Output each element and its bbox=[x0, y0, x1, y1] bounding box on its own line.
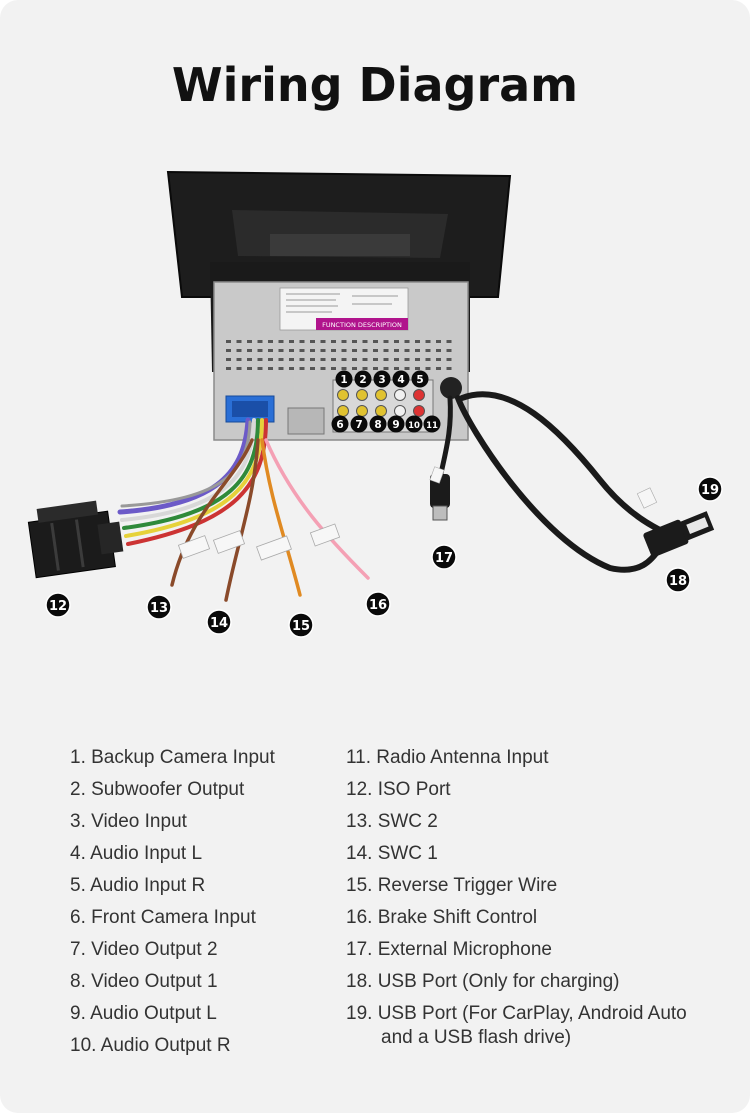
callout-badge: 14 bbox=[206, 609, 232, 635]
callout-number: 12 bbox=[49, 599, 67, 614]
legend-item: 8. Video Output 1 bbox=[70, 971, 218, 992]
callout-number: 9 bbox=[392, 419, 399, 431]
callout-badge: 15 bbox=[288, 612, 314, 638]
legend-right-column: 11. Radio Antenna Input 12. ISO Port 13.… bbox=[346, 742, 736, 1050]
callout-number: 7 bbox=[355, 419, 362, 431]
legend-item: 10. Audio Output R bbox=[70, 1035, 231, 1056]
legend-item: 15. Reverse Trigger Wire bbox=[346, 875, 558, 896]
callout-number: 14 bbox=[210, 616, 228, 631]
callout-badge: 8 bbox=[369, 415, 387, 433]
callout-number: 13 bbox=[150, 601, 168, 616]
legend-item: 17. External Microphone bbox=[346, 939, 552, 960]
callout-number: 10 bbox=[408, 421, 420, 431]
callout-badge: 3 bbox=[373, 370, 391, 388]
legend-item: 5. Audio Input R bbox=[70, 875, 206, 896]
legend-item: 13. SWC 2 bbox=[346, 811, 438, 832]
callout-badge: 5 bbox=[411, 370, 429, 388]
legend-item: 16. Brake Shift Control bbox=[346, 907, 538, 928]
legend-item: 6. Front Camera Input bbox=[70, 907, 256, 928]
callout-badge: 17 bbox=[431, 544, 457, 570]
callout-badge: 6 bbox=[331, 415, 349, 433]
callout-number: 6 bbox=[336, 419, 343, 431]
callout-badge: 18 bbox=[665, 567, 691, 593]
callout-badge: 10 bbox=[405, 415, 423, 433]
callout-badge: 2 bbox=[354, 370, 372, 388]
callout-number: 4 bbox=[397, 374, 404, 386]
callout-number: 19 bbox=[701, 483, 719, 498]
callout-number: 3 bbox=[378, 374, 385, 386]
callout-number: 2 bbox=[359, 374, 366, 386]
device-function-label: FUNCTION DESCRIPTION bbox=[322, 321, 402, 329]
callout-badge: 16 bbox=[365, 591, 391, 617]
legend-item: 7. Video Output 2 bbox=[70, 939, 218, 960]
legend-item: 3. Video Input bbox=[70, 811, 187, 832]
callout-number: 17 bbox=[435, 551, 453, 566]
legend-item-line-continued: and a USB flash drive) bbox=[381, 1027, 572, 1048]
legend-item: 12. ISO Port bbox=[346, 779, 451, 800]
legend-item: 4. Audio Input L bbox=[70, 843, 203, 864]
legend-item: 1. Backup Camera Input bbox=[70, 747, 275, 768]
page-title: Wiring Diagram bbox=[171, 58, 579, 112]
legend-item: 11. Radio Antenna Input bbox=[346, 747, 549, 768]
callout-badge: 4 bbox=[392, 370, 410, 388]
callout-badge: 19 bbox=[697, 476, 723, 502]
legend-item: 9. Audio Output L bbox=[70, 1003, 217, 1024]
legend-item: 14. SWC 1 bbox=[346, 843, 438, 864]
callout-number: 1 bbox=[340, 374, 347, 386]
callout-badge: 12 bbox=[45, 592, 71, 618]
legend-left-column: 1. Backup Camera Input 2. Subwoofer Outp… bbox=[70, 742, 340, 1062]
callout-badge: 7 bbox=[350, 415, 368, 433]
callout-number: 15 bbox=[292, 619, 310, 634]
callout-badge: 13 bbox=[146, 594, 172, 620]
callout-number: 18 bbox=[669, 574, 687, 589]
legend-item-line: 19. USB Port (For CarPlay, Android Auto bbox=[346, 1003, 687, 1024]
callout-number: 16 bbox=[369, 598, 387, 613]
callout-badge: 11 bbox=[423, 415, 441, 433]
callout-number: 11 bbox=[426, 421, 438, 431]
callout-badge: 1 bbox=[335, 370, 353, 388]
legend-item: 18. USB Port (Only for charging) bbox=[346, 971, 620, 992]
callout-number: 5 bbox=[416, 374, 423, 386]
legend-item: 19. USB Port (For CarPlay, Android Auto … bbox=[346, 998, 736, 1050]
callout-number: 8 bbox=[374, 419, 381, 431]
wiring-diagram-illustration: FUNCTION DESCRIPTION bbox=[27, 170, 723, 638]
legend-item: 2. Subwoofer Output bbox=[70, 779, 245, 800]
callout-badge: 9 bbox=[387, 415, 405, 433]
